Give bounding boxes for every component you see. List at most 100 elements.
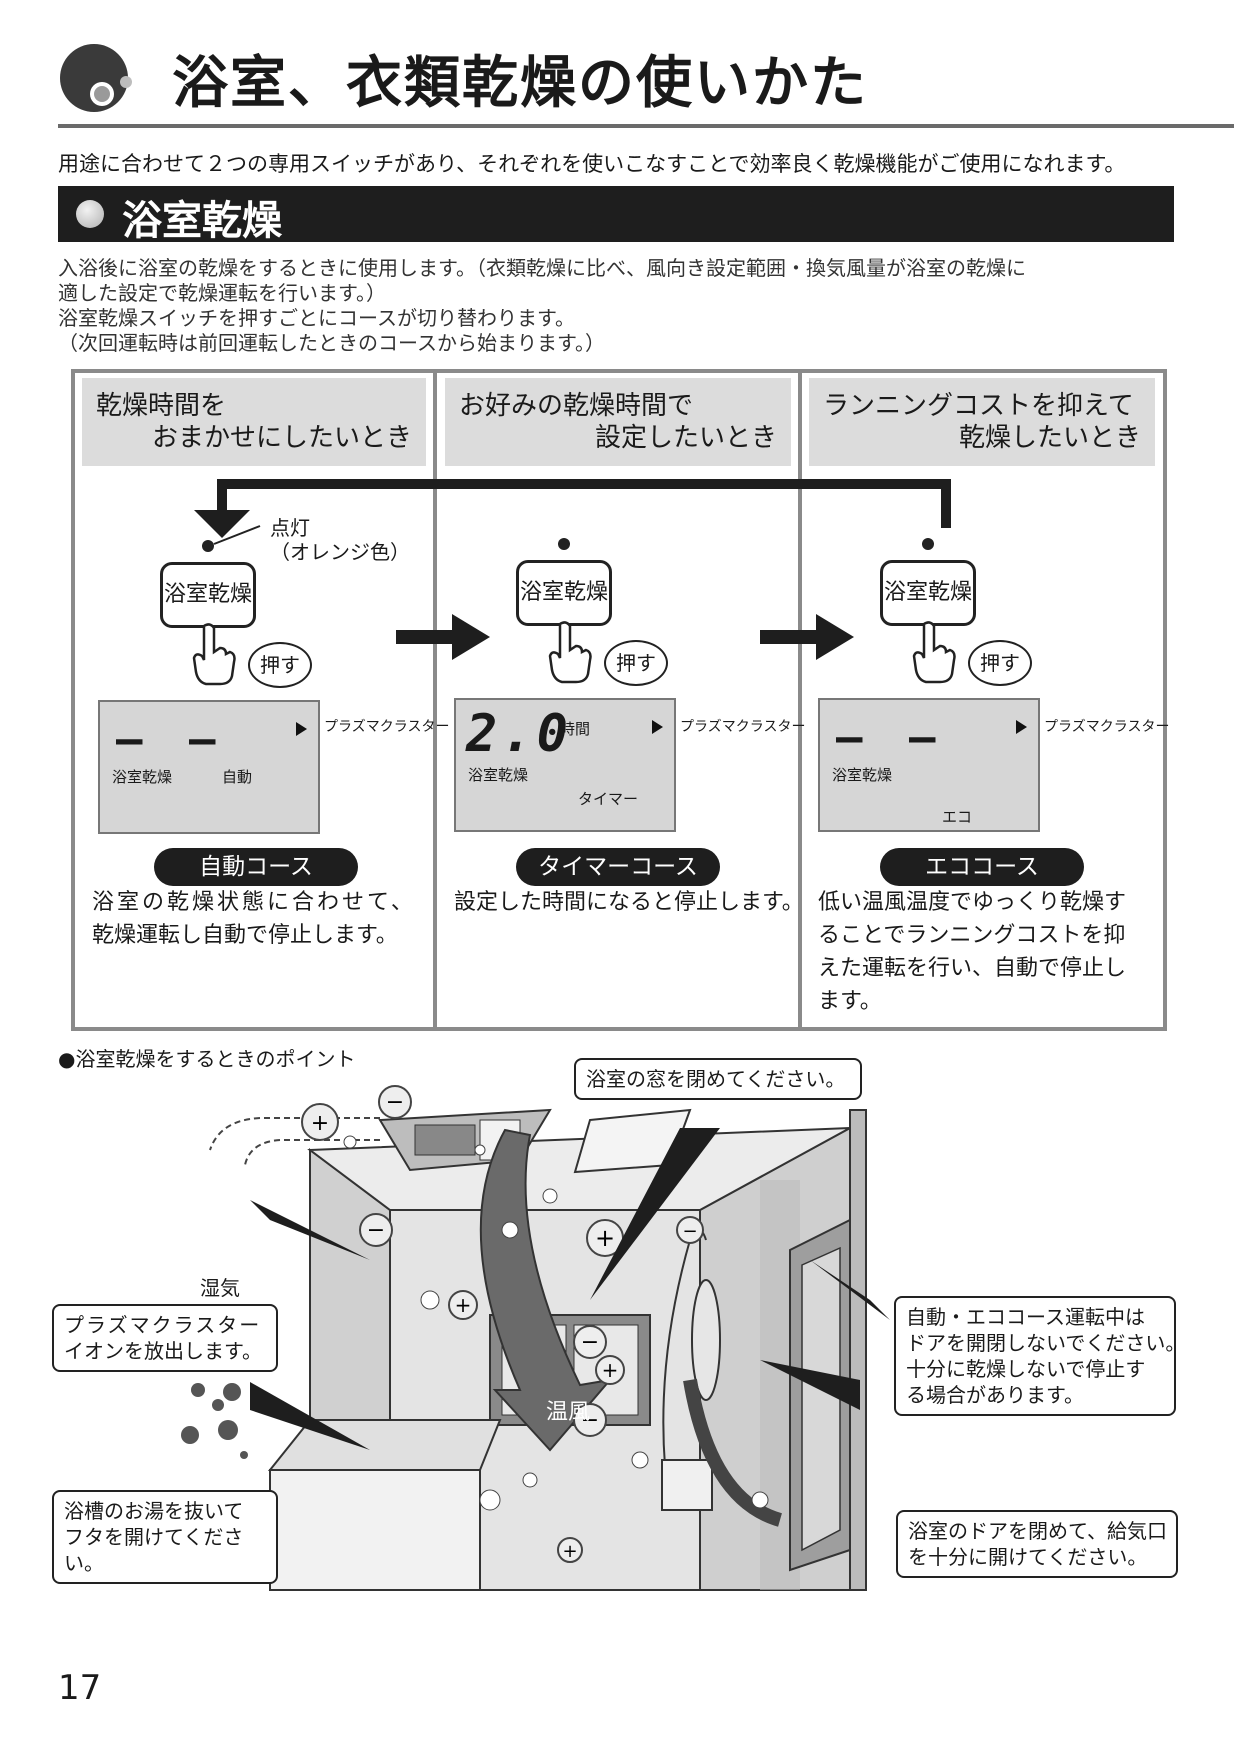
- column-header-auto: 乾燥時間を おまかせにしたいとき: [82, 378, 426, 466]
- svg-text:+: +: [455, 1293, 472, 1317]
- bath-dry-switch[interactable]: 浴室乾燥: [880, 560, 976, 626]
- lcd-display-timer: 2.0 時間 浴室乾燥 タイマー: [454, 698, 676, 832]
- bathroom-illustration: + − − + + − − + − +: [181, 1085, 890, 1591]
- triangle-marker-icon: [652, 720, 663, 734]
- svg-text:−: −: [581, 1330, 599, 1355]
- course-text-line: ることでランニングコストを抑: [818, 923, 1126, 948]
- course-text-line: 乾燥運転し自動で停止します。: [92, 923, 398, 948]
- callout-text: 十分に乾燥しないで停止す: [906, 1357, 1146, 1381]
- panel-divider: [433, 369, 437, 1031]
- column-header-line: 乾燥時間を: [96, 391, 227, 421]
- positive-ion-icon: [448, 1290, 478, 1320]
- bathtub: [269, 1469, 481, 1591]
- svg-text:−: −: [682, 1221, 697, 1242]
- svg-text:−: −: [581, 1408, 599, 1433]
- cycle-arrow-diagram: [194, 479, 951, 538]
- section-header-bar: [58, 186, 1174, 242]
- course-badge-timer: タイマーコース: [516, 848, 720, 886]
- warm-air-label: 温風: [546, 1400, 591, 1425]
- callout-door-note: 自動・エココース運転中は ドアを開閉しないでください。 十分に乾燥しないで停止す…: [894, 1296, 1185, 1416]
- title-rule: [58, 124, 1234, 128]
- lamp-label-line: 点灯: [270, 516, 310, 540]
- negative-ion-icon: [573, 1403, 607, 1437]
- callout-plasmacluster: プラズマクラスター イオンを放出します。: [52, 1304, 278, 1372]
- panel-divider: [798, 369, 802, 1031]
- callout-text: い。: [64, 1551, 104, 1575]
- points-title: ●浴室乾燥をするときのポイント: [58, 1047, 356, 1071]
- lamp-leader-line: [213, 525, 261, 545]
- callout-close-window: 浴室の窓を閉めてください。: [574, 1058, 862, 1100]
- next-arrow-icon: [760, 614, 854, 660]
- lcd-mode-label: 浴室乾燥: [112, 768, 173, 786]
- callout-text: イオンを放出します。: [64, 1339, 262, 1363]
- lcd-mode-label: 浴室乾燥: [468, 766, 529, 784]
- svg-text:−: −: [367, 1218, 385, 1243]
- column-header-line: おまかせにしたいとき: [151, 423, 412, 453]
- callout-text: フタを開けてくださ: [64, 1525, 244, 1549]
- callout-text: を十分に開けてください。: [908, 1545, 1148, 1569]
- next-arrow-icon: [396, 614, 490, 660]
- loop-arrowhead-icon: [194, 510, 250, 538]
- course-text-line: ます。: [818, 989, 882, 1014]
- mirror: [691, 1279, 721, 1401]
- lcd-display-auto: ‒ ‒ 浴室乾燥 自動: [98, 700, 320, 834]
- negative-ion-icon: [359, 1213, 393, 1247]
- lamp-label: 点灯 （オレンジ色）: [270, 516, 410, 564]
- pointing-hand-icon: [912, 621, 956, 684]
- triangle-marker-icon: [296, 722, 307, 736]
- desc-line: （次回運転時は前回運転したときのコースから始まります。）: [58, 331, 605, 355]
- bath-dry-switch[interactable]: 浴室乾燥: [516, 560, 612, 626]
- course-text-line: 低い温風温度でゆっくり乾燥す: [818, 890, 1127, 915]
- callout-pointer: [250, 1382, 370, 1450]
- callout-text: 浴室の窓を閉めてください。: [586, 1067, 846, 1091]
- push-label: 押す: [968, 640, 1032, 686]
- plasmacluster-label: プラズマクラスター: [324, 719, 450, 735]
- callout-text: 浴槽のお湯を抜いて: [64, 1499, 244, 1523]
- section-bullet-icon: [76, 200, 104, 228]
- callout-pointer: [590, 1128, 720, 1300]
- course-badge-auto: 自動コース: [154, 848, 358, 886]
- course-panel: [71, 369, 1167, 1031]
- lamp-indicator: [202, 540, 214, 552]
- desc-line: 浴室乾燥スイッチを押すごとにコースが切り替わります。: [58, 306, 575, 330]
- triangle-marker-icon: [1016, 720, 1027, 734]
- callout-close-door: 浴室のドアを閉めて、給気口 を十分に開けてください。: [896, 1510, 1178, 1578]
- bath-dry-switch[interactable]: 浴室乾燥: [160, 562, 256, 628]
- course-text-line: 設定した時間になると停止します。: [454, 890, 804, 915]
- lcd-hour-label: 時間: [560, 720, 591, 738]
- desc-line: 入浴後に浴室の乾燥をするときに使用します。（衣類乾燥に比べ、風向き設定範囲・換気…: [58, 256, 1026, 280]
- faucet: [661, 1459, 713, 1511]
- negative-ion-icon: [676, 1216, 704, 1244]
- section-description: 入浴後に浴室の乾燥をするときに使用します。（衣類乾燥に比べ、風向き設定範囲・換気…: [58, 256, 1026, 356]
- column-header-timer: お好みの乾燥時間で 設定したいとき: [445, 378, 791, 466]
- lamp-indicator: [922, 538, 934, 550]
- pointing-hand-icon: [548, 621, 592, 684]
- page-number: 17: [58, 1668, 102, 1708]
- positive-ion-icon: [557, 1537, 583, 1563]
- lcd-mode-label: 浴室乾燥: [832, 766, 893, 784]
- lcd-time-digits: ‒ ‒: [116, 714, 226, 765]
- callout-text: 自動・エココース運転中は: [906, 1305, 1145, 1329]
- callout-pointer: [810, 1260, 890, 1320]
- course-text-line: 浴室の乾燥状態に合わせて、: [92, 890, 416, 915]
- negative-ion-icon: [573, 1325, 607, 1359]
- svg-text:+: +: [602, 1358, 619, 1382]
- svg-text:+: +: [311, 1111, 329, 1136]
- page-title: 浴室、衣類乾燥の使いかた: [172, 51, 868, 116]
- lamp-label-line: （オレンジ色）: [270, 540, 410, 564]
- lcd-course-label: エコ: [942, 808, 973, 826]
- svg-text:−: −: [386, 1090, 404, 1115]
- svg-text:+: +: [595, 1224, 615, 1252]
- title-bullet-icon: [60, 44, 132, 112]
- push-label: 押す: [248, 642, 312, 688]
- lcd-course-label: 自動: [222, 768, 253, 786]
- course-badge-eco: エココース: [880, 848, 1084, 886]
- column-header-line: 乾燥したいとき: [958, 423, 1141, 453]
- humidity-label: 湿気: [200, 1276, 240, 1300]
- course-description-eco: 低い温風温度でゆっくり乾燥す ることでランニングコストを抑 えた運転を行い、自動…: [818, 886, 1158, 1018]
- push-label: 押す: [604, 640, 668, 686]
- callout-pointer: [250, 1200, 370, 1260]
- callout-text: プラズマクラスター: [64, 1313, 262, 1337]
- positive-ion-icon: [301, 1103, 339, 1141]
- intro-text: 用途に合わせて２つの専用スイッチがあり、それぞれを使いこなすことで効率良く乾燥機…: [58, 152, 1126, 176]
